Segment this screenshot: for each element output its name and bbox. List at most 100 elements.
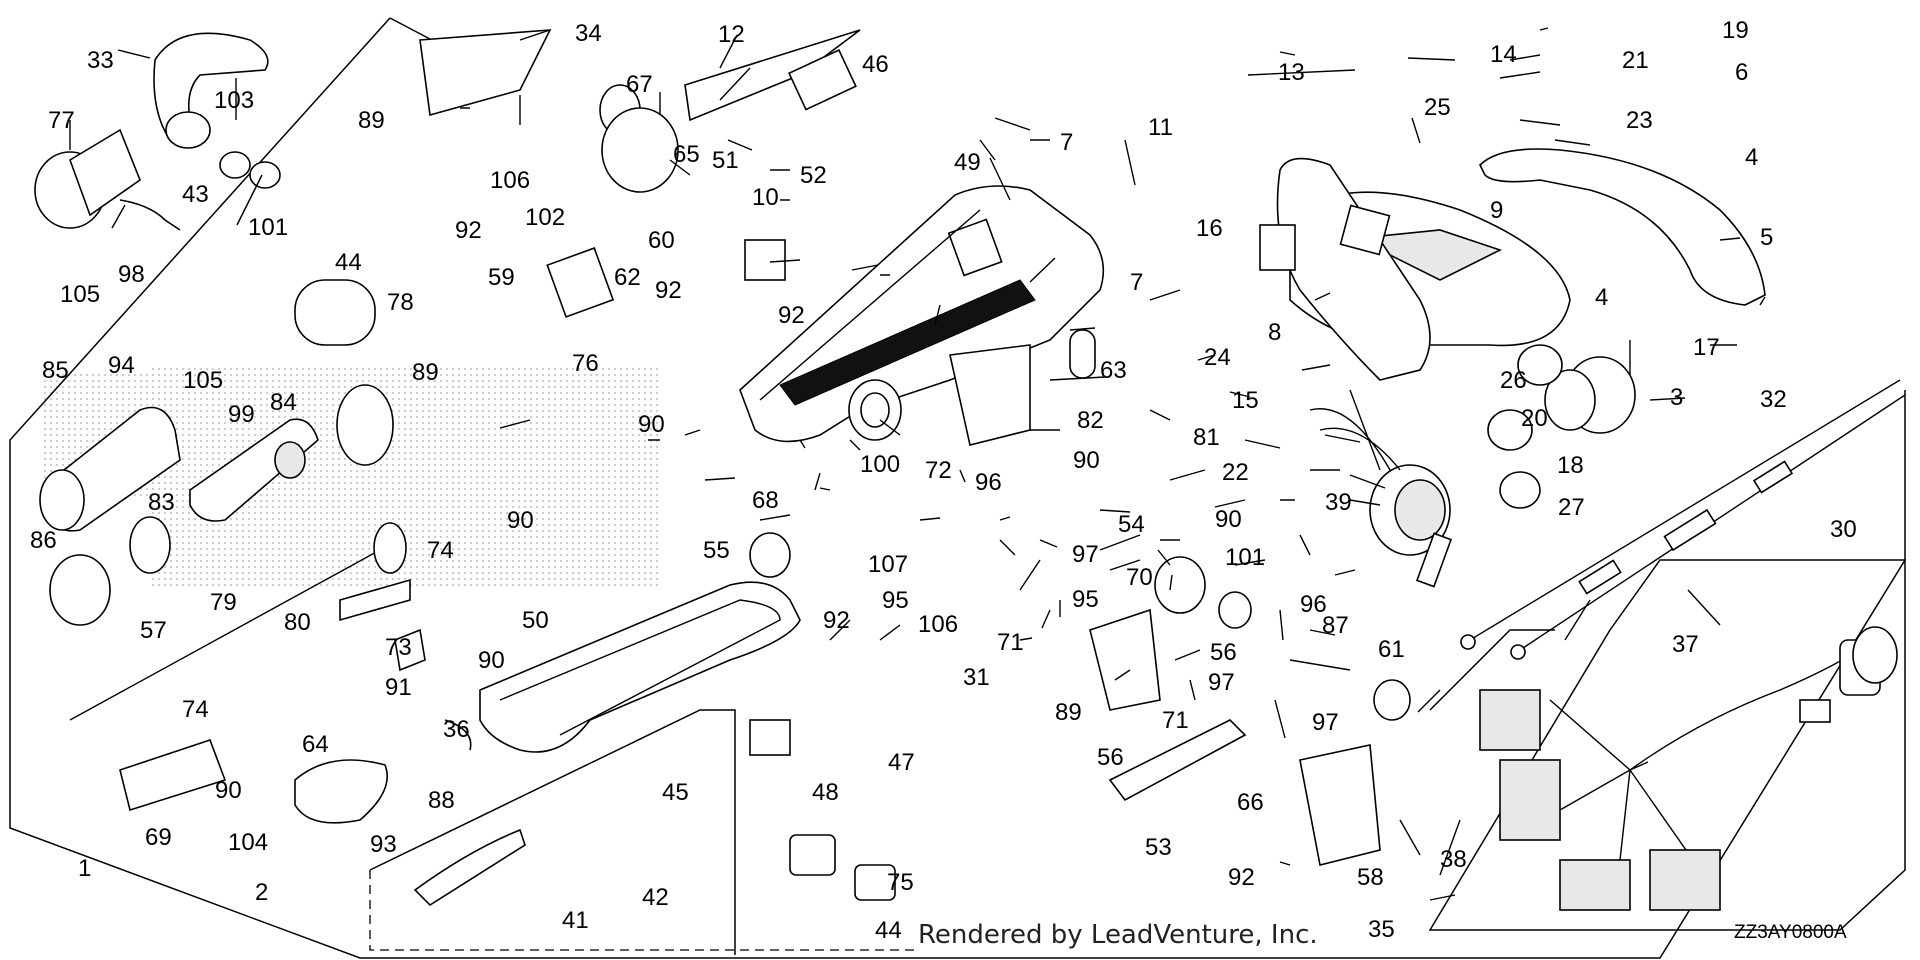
callout-54: 54 [1118, 511, 1145, 538]
callout-57: 57 [140, 617, 167, 644]
callout-46: 46 [862, 51, 889, 78]
throttle-grip [39, 384, 394, 626]
callout-44: 44 [335, 249, 362, 276]
callout-97: 97 [1072, 541, 1099, 568]
callout-24: 24 [1204, 344, 1231, 371]
callout-20: 20 [1521, 405, 1548, 432]
callout-23: 23 [1626, 107, 1653, 134]
callout-39: 39 [1325, 489, 1352, 516]
callout-63: 63 [1100, 357, 1127, 384]
callout-101: 101 [1225, 544, 1265, 571]
callout-13: 13 [1278, 59, 1305, 86]
callout-48: 48 [812, 779, 839, 806]
callout-77: 77 [48, 107, 75, 134]
callout-74: 74 [427, 537, 454, 564]
callout-43: 43 [182, 181, 209, 208]
rendered-by-credit: Rendered by LeadVenture, Inc. [918, 920, 1318, 950]
callout-4: 4 [1595, 284, 1608, 311]
callout-37: 37 [1672, 631, 1699, 658]
callout-98: 98 [118, 261, 145, 288]
callout-90: 90 [1215, 506, 1242, 533]
callout-94: 94 [108, 352, 135, 379]
callout-76: 76 [572, 350, 599, 377]
callout-102: 102 [525, 204, 565, 231]
callout-9: 9 [1490, 197, 1503, 224]
callout-100: 100 [860, 451, 900, 478]
callout-81: 81 [1193, 424, 1220, 451]
callout-86: 86 [30, 527, 57, 554]
callout-101: 101 [248, 214, 288, 241]
wire-harness [1479, 626, 1898, 911]
callout-92: 92 [455, 217, 482, 244]
callout-97: 97 [1312, 709, 1339, 736]
callout-90: 90 [1073, 447, 1100, 474]
callout-7: 7 [1060, 129, 1073, 156]
callout-89: 89 [358, 107, 385, 134]
callout-41: 41 [562, 907, 589, 934]
callout-30: 30 [1830, 516, 1857, 543]
callout-12: 12 [718, 21, 745, 48]
callout-67: 67 [626, 71, 653, 98]
knob [1544, 356, 1636, 434]
callout-104: 104 [228, 829, 268, 856]
callout-105: 105 [183, 367, 223, 394]
shaft [69, 522, 407, 721]
callout-51: 51 [712, 147, 739, 174]
callout-71: 71 [997, 629, 1024, 656]
callout-66: 66 [1237, 789, 1264, 816]
callout-96: 96 [975, 469, 1002, 496]
callout-62: 62 [614, 264, 641, 291]
lower-case [479, 581, 801, 753]
callout-52: 52 [800, 162, 827, 189]
callout-56: 56 [1210, 639, 1237, 666]
callout-labels: 1 2 3 4 4 5 6 7 7 8 9 10 11 12 13 14 15 … [30, 17, 1857, 944]
callout-32: 32 [1760, 386, 1787, 413]
callout-6: 6 [1735, 59, 1748, 86]
callout-33: 33 [87, 47, 114, 74]
control-cables [1460, 379, 1906, 660]
callout-70: 70 [1126, 564, 1153, 591]
callout-5: 5 [1760, 224, 1773, 251]
callout-90: 90 [507, 507, 534, 534]
callout-22: 22 [1222, 459, 1249, 486]
cover-plate [1479, 148, 1766, 306]
callout-92: 92 [655, 277, 682, 304]
callout-90: 90 [638, 411, 665, 438]
cable-box [369, 709, 920, 955]
callout-95: 95 [1072, 586, 1099, 613]
callout-103: 103 [214, 87, 254, 114]
callout-14: 14 [1490, 41, 1517, 68]
stop-switch [34, 128, 181, 231]
callout-69: 69 [145, 824, 172, 851]
callout-90: 90 [478, 647, 505, 674]
throttle-lever [153, 32, 281, 189]
callout-42: 42 [642, 884, 669, 911]
callout-96: 96 [1300, 591, 1327, 618]
callout-27: 27 [1558, 494, 1585, 521]
callout-61: 61 [1378, 636, 1405, 663]
callout-75: 75 [887, 869, 914, 896]
callout-91: 91 [385, 674, 412, 701]
callout-3: 3 [1670, 384, 1683, 411]
ignition-switch [1309, 389, 1453, 588]
callout-18: 18 [1557, 452, 1584, 479]
callout-71: 71 [1162, 707, 1189, 734]
callout-19: 19 [1722, 17, 1749, 44]
callout-90: 90 [215, 777, 242, 804]
callout-89: 89 [1055, 699, 1082, 726]
callout-50: 50 [522, 607, 549, 634]
diagram-code: ZZ3AY0800A [1734, 922, 1847, 943]
callout-73: 73 [385, 634, 412, 661]
callout-11: 11 [1148, 114, 1173, 141]
callout-84: 84 [270, 389, 297, 416]
tiller-housing [739, 185, 1105, 443]
callout-49: 49 [954, 149, 981, 176]
callout-4: 4 [1745, 144, 1758, 171]
callout-7: 7 [1130, 269, 1143, 296]
callout-105: 105 [60, 281, 100, 308]
callout-2: 2 [255, 879, 268, 906]
callout-34: 34 [575, 20, 602, 47]
callout-26: 26 [1500, 367, 1527, 394]
callout-16: 16 [1196, 215, 1223, 242]
callout-93: 93 [370, 831, 397, 858]
